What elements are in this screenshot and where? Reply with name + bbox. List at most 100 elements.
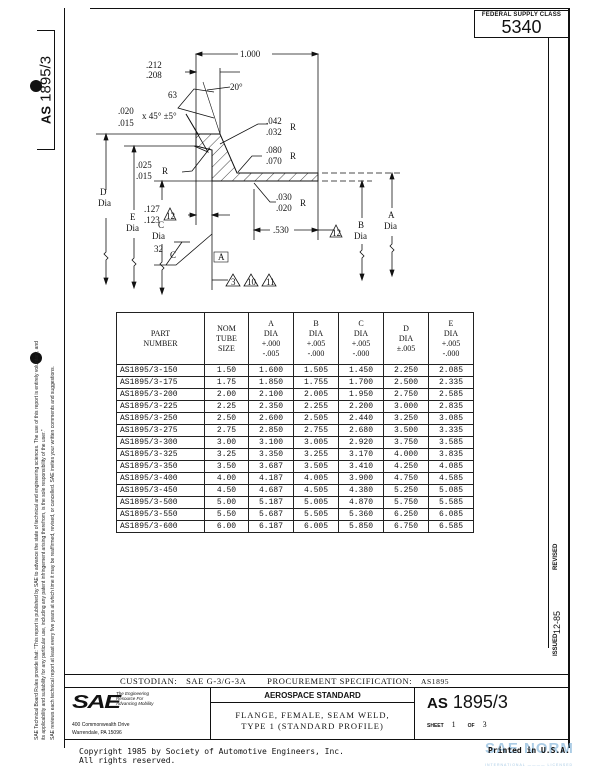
flag-note-12a: 12 [166,211,175,221]
dimension-cell: 2.920 [338,436,384,449]
dimension-cell: 2.440 [338,412,384,425]
dimension-cell: 3.25 [204,448,249,461]
dimension-cell: 5.005 [293,496,339,509]
part-number-cell: AS1895/3-175 [116,376,205,389]
dimension-cell: 5.850 [338,520,384,533]
dimension-cell: 2.835 [428,400,474,413]
hole-punch-top [30,80,42,92]
dia-suffix-d: Dia [98,198,111,208]
dimension-cell: 3.500 [383,424,429,437]
dimension-cell: 4.750 [383,472,429,485]
dia-label-d: D [100,187,107,197]
dimension-cell: 5.687 [248,508,294,521]
dimension-cell: 6.00 [204,520,249,533]
dimension-cell: 1.950 [338,388,384,401]
custodian-value: SAE G-3/G-3A [186,676,247,686]
frame-right-border [568,8,570,748]
dimension-cell: 2.25 [204,400,249,413]
dim-thickness-max: .212 [146,60,162,70]
dia-label-c: C [158,220,164,230]
dimension-cell: 2.75 [204,424,249,437]
dimension-cell: 3.750 [383,436,429,449]
dimension-cell: 4.505 [293,484,339,497]
part-number-cell: AS1895/3-450 [116,484,205,497]
dim-radius4-suffix: R [300,198,306,208]
dia-suffix-e: Dia [126,223,139,233]
dimension-cell: 3.000 [383,400,429,413]
dim-face-width-max: .127 [144,204,160,214]
dimension-cell: 1.75 [204,376,249,389]
part-number-cell: AS1895/3-275 [116,424,205,437]
dimension-cell: 2.350 [248,400,294,413]
dimension-cell: 2.255 [293,400,339,413]
dimension-cell: 2.680 [338,424,384,437]
hole-punch-middle [30,352,42,364]
dimension-cell: 3.100 [248,436,294,449]
sae-logo-cell: SAE The Engineering Resource For Advanci… [64,688,211,740]
side-tab-box [37,30,55,150]
dim-chamfer-spec: x 45° ±5° [142,111,177,121]
dimension-cell: 4.000 [383,448,429,461]
dia-suffix-b: Dia [354,231,367,241]
dimension-cell: 3.687 [248,460,294,473]
dimension-cell: 2.850 [248,424,294,437]
dimension-cell: 4.687 [248,484,294,497]
dimension-cell: 2.600 [248,412,294,425]
dimension-cell: 2.200 [338,400,384,413]
part-number-cell: AS1895/3-500 [116,496,205,509]
dimension-cell: 3.00 [204,436,249,449]
dimension-cell: 2.505 [293,412,339,425]
dimension-cell: 3.005 [293,436,339,449]
dim-radius1-suffix: R [290,122,296,132]
dia-label-b: B [358,220,364,230]
dimension-cell: 1.505 [293,364,339,377]
part-number-cell: AS1895/3-400 [116,472,205,485]
dimension-cell: 5.585 [428,496,474,509]
procurement-label: PROCUREMENT SPECIFICATION: [267,676,413,686]
dimension-cell: 4.585 [428,472,474,485]
dimension-cell: 3.350 [248,448,294,461]
printed-in-usa: Printed in U.S.A. [488,746,570,755]
dimension-cell: 3.900 [338,472,384,485]
dim-chamfer-min: .015 [118,118,134,128]
dim-sleeve-length: .530 [273,225,289,235]
frame-left-border [64,8,65,748]
part-number-cell: AS1895/3-550 [116,508,205,521]
dimension-cell: 1.450 [338,364,384,377]
surface-finish-mod: C [170,250,176,260]
flag-note-11: 11 [266,277,275,287]
part-number-cell: AS1895/3-225 [116,400,205,413]
custodian-line: CUSTODIAN: SAE G-3/G-3A PROCUREMENT SPEC… [64,674,569,688]
part-number-cell: AS1895/3-150 [116,364,205,377]
dim-face-width-min: .123 [144,215,160,225]
dim-radius1-min: .032 [266,127,282,137]
dimension-cell: 5.505 [293,508,339,521]
dimension-cell: 2.085 [428,364,474,377]
dimension-cell: 3.835 [428,448,474,461]
dimension-cell: 6.585 [428,520,474,533]
document-number: AS 1895/3 [427,692,508,712]
dimension-cell: 3.335 [428,424,474,437]
issued-label: ISSUED [553,633,559,656]
dimension-cell: 4.50 [204,484,249,497]
dim-chamfer-max: .020 [118,106,134,116]
dimension-cell: 1.850 [248,376,294,389]
federal-supply-class-label: FEDERAL SUPPLY CLASS [481,12,562,18]
surface-finish-bottom: 32 [154,244,163,254]
